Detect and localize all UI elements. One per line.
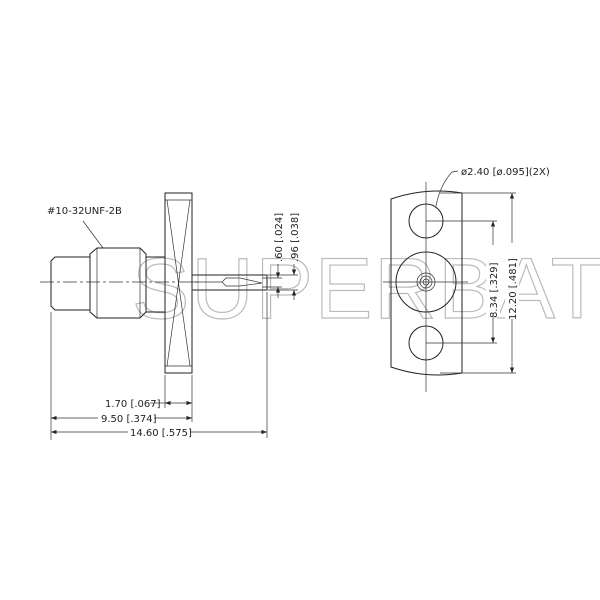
hole-label: ø2.40 [ø.095](2X) xyxy=(461,167,550,178)
dim-pin-tip: .60 [.024] xyxy=(274,213,285,262)
hole-leader xyxy=(435,170,459,207)
dim-flange: 1.70 [.067] xyxy=(105,399,161,410)
nut-front xyxy=(50,256,91,311)
side-view: #10-32UNF-2B 1.70 [.067] 9.50 [.374] 14.… xyxy=(40,192,301,440)
thread-leader xyxy=(82,220,104,249)
dim-flange-height: 12.20 [.481] xyxy=(508,258,519,320)
front-view: 8.34 [.329] 12.20 [.481] ø2.40 [ø.095](2… xyxy=(383,167,550,392)
pin xyxy=(191,274,268,291)
pin-tip xyxy=(221,277,263,287)
dim-overall: 14.60 [.575] xyxy=(130,428,192,439)
connector-body xyxy=(395,251,457,313)
thread-label: #10-32UNF-2B xyxy=(47,206,122,217)
dim-body: 9.50 [.374] xyxy=(101,414,157,425)
dim-pin: .96 [.038] xyxy=(290,213,301,262)
dim-hole-spacing: 8.34 [.329] xyxy=(489,262,500,318)
watermark: SUPERBAT xyxy=(132,241,600,337)
